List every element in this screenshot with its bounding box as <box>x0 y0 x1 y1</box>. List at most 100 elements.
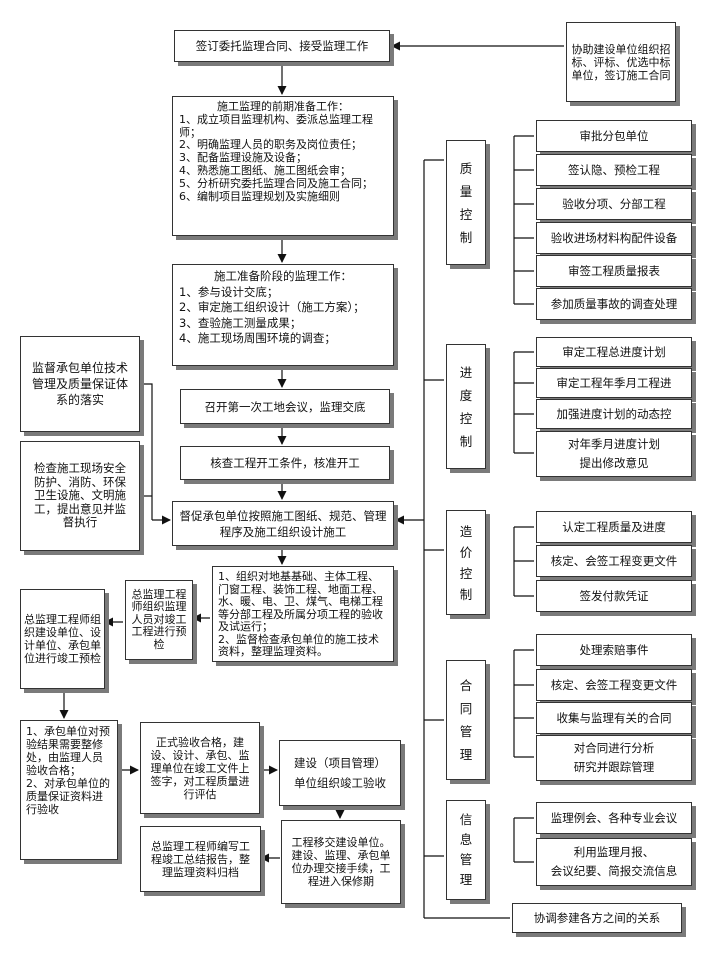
schedule-item-0: 审定工程总进度计划 <box>536 337 692 367</box>
prep-stage-line-1: 1、参与设计交底； <box>179 284 279 299</box>
pre-prep-line-5: 5、分析研究委托监理合同及施工合同； <box>179 176 373 190</box>
acceptance-line-1: 2、监督检查承包单位的施工技术资料，整理监理资料。 <box>218 632 379 658</box>
acceptance-work-box: 1、组织对地基基础、主体工程、门窗工程、装饰工程、地面工程、水、暖、电、卫、煤气… <box>212 566 394 662</box>
summary-report-box: 总监理工程师编写工程竣工总结报告，整理监理资料归档 <box>140 826 261 892</box>
cost-item-1-text: 核定、会签工程变更文件 <box>550 554 678 568</box>
chief-check-box: 总监理工程师组织监理人员对竣工工程进行预检 <box>125 580 193 660</box>
pre-prep-line-2: 2、明确监理人员的职务及岗位责任； <box>179 138 362 152</box>
info-label-3: 理 <box>459 872 473 887</box>
info-item-1: 利用监理月报、 会议纪要、简报交流信息 <box>536 838 692 886</box>
cost-item-1: 核定、会签工程变更文件 <box>536 545 692 577</box>
quality-label-0: 质 <box>459 160 473 176</box>
cost-item-2: 签发付款凭证 <box>536 580 692 612</box>
cost-control-label-box: 造 价 控 制 <box>446 510 486 615</box>
schedule-label-1: 度 <box>459 387 473 403</box>
chief-check-text: 总监理工程师组织监理人员对竣工工程进行预检 <box>131 587 187 651</box>
quality-item-5-text: 参加质量事故的调查处理 <box>550 297 678 311</box>
info-label-1: 息 <box>459 832 473 847</box>
contract-item-2-text: 收集与监理有关的合同 <box>556 711 672 725</box>
contract-mgmt-label-box: 合 同 管 理 <box>446 660 486 780</box>
first-meeting-text: 召开第一次工地会议，监理交底 <box>204 399 366 414</box>
owner-accept-box: 建设（项目管理） 单位组织竣工验收 <box>279 740 401 806</box>
schedule-item-3: 对年季月进度计划 提出修改意见 <box>536 431 692 477</box>
pre-inspect-line-0: 1、承包单位对预验结果需要整修处，由监理人员验收合格； <box>26 725 110 777</box>
pre-prep-line-6: 6、编制项目监理规划及实施细则 <box>179 189 340 203</box>
formal-accept-box: 正式验收合格，建设、设计、承包、监理单位在竣工文件上签字，对工程质量进行评估 <box>140 722 260 814</box>
prep-stage-line-4: 4、施工现场周围环境的调查； <box>179 331 336 345</box>
quality-item-1: 签认隐、预检工程 <box>536 154 692 186</box>
summary-report-text: 总监理工程师编写工程竣工总结报告，整理监理资料归档 <box>151 839 250 879</box>
contract-label-1: 同 <box>459 701 473 716</box>
schedule-item-2: 加强进度计划的动态控 <box>536 399 692 429</box>
sign-contract-text: 签订委托监理合同、接受监理工作 <box>195 39 369 53</box>
quality-control-label-box: 质 量 控 制 <box>446 140 486 265</box>
quality-item-2-text: 验收分项、分部工程 <box>562 197 666 211</box>
schedule-label-2: 控 <box>459 410 473 426</box>
pre-prep-line-1: 1、成立项目监理机构、委派总监理工程师； <box>179 112 373 139</box>
info-label-2: 管 <box>459 852 473 867</box>
quality-item-3: 验收进场材料构配件设备 <box>536 222 692 254</box>
quality-item-5: 参加质量事故的调查处理 <box>536 288 692 320</box>
prep-stage-line-3: 3、查验施工测量成果； <box>179 315 302 330</box>
quality-label-2: 控 <box>459 206 473 222</box>
pre-inspect-line-1: 2、对承包单位的质量保证资料进行验收 <box>26 777 110 816</box>
formal-accept-text: 正式验收合格，建设、设计、承包、监理单位在竣工文件上签字，对工程质量进行评估 <box>150 735 250 801</box>
pre-prep-line-3: 3、配备监理设施及设备； <box>179 151 307 165</box>
schedule-item-0-text: 审定工程总进度计划 <box>562 345 666 359</box>
contract-item-1: 核定、会签工程变更文件 <box>536 669 692 701</box>
handover-box: 工程移交建设单位。建设、监理、承包单位办理交接手续，工程进入保修期 <box>281 820 401 904</box>
contract-label-0: 合 <box>459 678 473 693</box>
cost-label-2: 控 <box>459 565 473 581</box>
cost-item-0-text: 认定工程质量及进度 <box>562 520 666 534</box>
first-meeting-box: 召开第一次工地会议，监理交底 <box>180 389 390 424</box>
schedule-label-3: 制 <box>459 433 473 449</box>
chief-organize-text: 总监理工程师组织建设单位、设计单位、承包单位进行竣工预检 <box>24 613 101 665</box>
supervise-system-text: 监督承包单位技术管理及质量保证体系的落实 <box>31 361 128 407</box>
schedule-control-label-box: 进 度 控 制 <box>446 344 486 469</box>
cost-item-2-text: 签发付款凭证 <box>579 589 649 603</box>
cost-label-1: 价 <box>459 544 473 560</box>
quality-item-3-text: 验收进场材料构配件设备 <box>550 231 678 245</box>
handover-text: 工程移交建设单位。建设、监理、承包单位办理交接手续，工程进入保修期 <box>291 836 391 888</box>
info-mgmt-label-box: 信 息 管 理 <box>446 800 486 900</box>
supervise-system-box: 监督承包单位技术管理及质量保证体系的落实 <box>20 336 140 432</box>
prep-stage-line-2: 2、审定施工组织设计（施工方案）； <box>179 300 365 314</box>
info-item-1-text: 利用监理月报、 会议纪要、简报交流信息 <box>550 845 678 878</box>
check-start-box: 核查工程开工条件，核准开工 <box>180 446 390 480</box>
quality-item-2: 验收分项、分部工程 <box>536 188 692 220</box>
pre-prep-line-4: 4、熟悉施工图纸、施工图纸会审； <box>179 163 351 177</box>
owner-accept-line-0: 建设（项目管理） <box>294 756 386 770</box>
prep-stage-box: 施工准备阶段的监理工作： 1、参与设计交底； 2、审定施工组织设计（施工方案）；… <box>172 264 394 366</box>
cost-label-0: 造 <box>459 523 473 539</box>
assist-box: 协助建设单位组织招标、评标、优选中标单位，签订施工合同 <box>566 22 676 102</box>
quality-item-4-text: 审签工程质量报表 <box>568 264 660 278</box>
prep-stage-line-0: 施工准备阶段的监理工作： <box>214 269 352 283</box>
check-safety-text: 检查施工现场安全防护、消防、环保卫生设施、文明施工，提出意见并监督执行 <box>34 461 126 530</box>
quality-item-1-text: 签认隐、预检工程 <box>568 163 660 177</box>
schedule-item-1: 审定工程年季月工程进 <box>536 368 692 398</box>
cost-label-3: 制 <box>459 586 473 602</box>
coordinate-box: 协调参建各方之间的关系 <box>512 903 682 933</box>
contract-item-0-text: 处理索赔事件 <box>579 643 649 657</box>
owner-accept-line-1: 单位组织竣工验收 <box>294 776 386 790</box>
contract-item-3: 对合同进行分析 研究并跟踪管理 <box>536 735 692 781</box>
contract-item-3-text: 对合同进行分析 研究并跟踪管理 <box>573 741 655 774</box>
quality-item-0-text: 审批分包单位 <box>579 129 649 143</box>
contract-label-3: 理 <box>459 747 473 762</box>
pre-prep-line-0: 施工监理的前期准备工作： <box>217 100 349 113</box>
pre-inspect-box: 1、承包单位对预验结果需要整修处，由监理人员验收合格； 2、对承包单位的质量保证… <box>20 720 118 860</box>
contract-item-0: 处理索赔事件 <box>536 634 692 666</box>
check-safety-box: 检查施工现场安全防护、消防、环保卫生设施、文明施工，提出意见并监督执行 <box>20 441 140 551</box>
coordinate-text: 协调参建各方之间的关系 <box>533 911 661 925</box>
sign-contract-box: 签订委托监理合同、接受监理工作 <box>174 30 390 62</box>
schedule-label-0: 进 <box>459 364 473 380</box>
schedule-item-3-text: 对年季月进度计划 提出修改意见 <box>568 437 660 470</box>
contract-item-1-text: 核定、会签工程变更文件 <box>550 678 678 692</box>
cost-item-0: 认定工程质量及进度 <box>536 511 692 543</box>
info-item-0: 监理例会、各种专业会议 <box>536 802 692 834</box>
urge-contractor-box: 督促承包单位按照施工图纸、规范、管理程序及施工组织设计施工 <box>172 501 394 546</box>
contract-label-2: 管 <box>459 724 473 739</box>
check-start-text: 核查工程开工条件，核准开工 <box>210 456 360 470</box>
info-item-0-text: 监理例会、各种专业会议 <box>550 811 678 825</box>
